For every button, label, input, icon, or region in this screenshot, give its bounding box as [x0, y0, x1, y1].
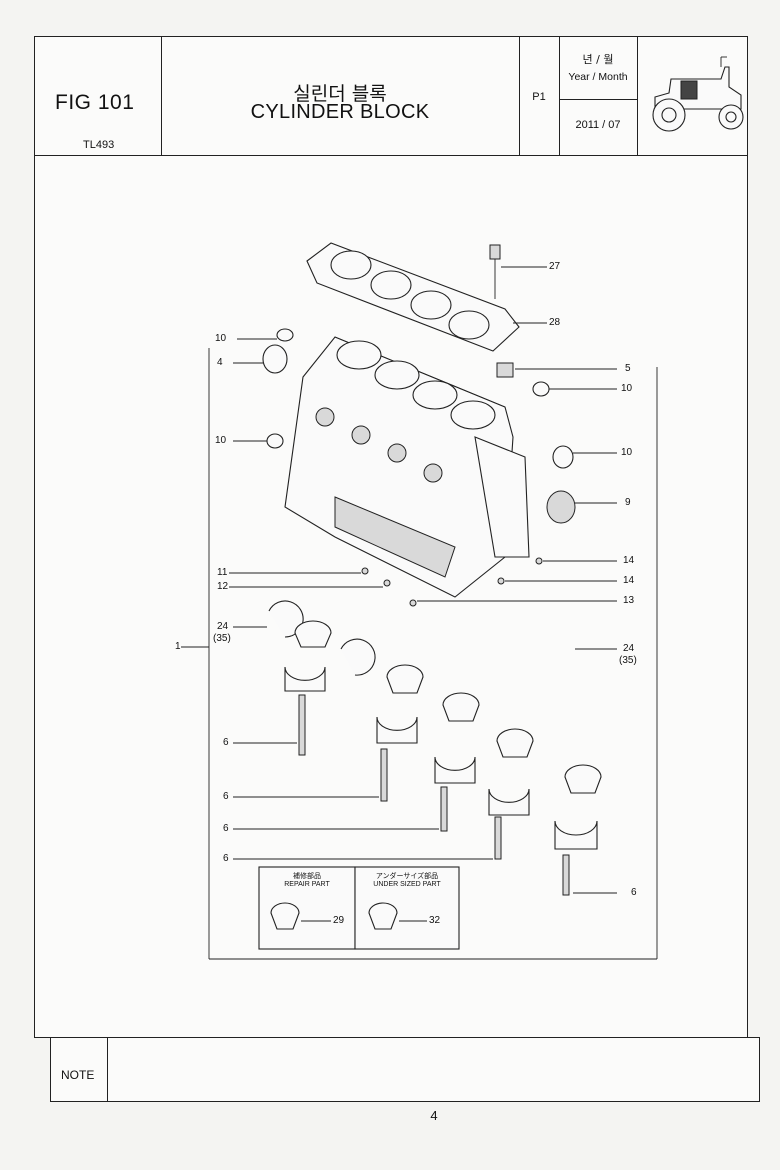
year-month-english: Year / Month	[568, 71, 628, 83]
figure-number: FIG 101	[55, 91, 135, 114]
callout-32: 32	[429, 915, 441, 926]
thrust-washer-right	[340, 638, 376, 676]
exploded-parts-diagram	[181, 242, 658, 960]
tractor-icon	[652, 56, 744, 132]
figure-cell: FIG 101 TL493	[35, 37, 162, 155]
plug-14b	[497, 577, 505, 585]
leader-lines	[181, 266, 617, 894]
page-code: P1	[532, 91, 546, 103]
year-month-heading: 년 / 월 Year / Month	[559, 37, 637, 100]
inset-under-label-ja: アンダーサイズ部品	[375, 872, 439, 880]
callout-4: 4	[217, 357, 223, 368]
fitting-5	[496, 362, 514, 378]
page-number: 4	[430, 1108, 438, 1123]
inset-repair-label-ja: 補修部品	[293, 872, 321, 880]
callout-24-left: 24	[217, 621, 229, 632]
callout-35-right: (35)	[619, 655, 637, 666]
revision-date: 2011 / 07	[575, 119, 621, 131]
title-cell: 실린더 블록 CYLINDER BLOCK	[161, 37, 520, 155]
title-english: CYLINDER BLOCK	[250, 101, 430, 123]
plug-rear	[552, 445, 574, 469]
callout-10-rear: 10	[621, 447, 633, 458]
callout-28: 28	[549, 317, 561, 328]
callout-9: 9	[625, 497, 631, 508]
inset-under-label-en: UNDER SIZED PART	[373, 881, 441, 888]
page-code-cell: P1	[519, 37, 560, 155]
header-block: FIG 101 TL493 실린더 블록 CYLINDER BLOCK P1 년…	[35, 37, 747, 156]
note-row: NOTE	[50, 1037, 760, 1102]
inset-repair-part	[258, 866, 356, 950]
callout-13: 13	[623, 595, 635, 606]
head-bolt	[489, 244, 501, 299]
callout-12: 12	[217, 581, 229, 592]
callout-1: 1	[175, 641, 181, 652]
callout-14-upper: 14	[623, 555, 635, 566]
plug-right	[532, 381, 550, 397]
callout-10-left: 10	[215, 435, 227, 446]
callout-24-right: 24	[623, 643, 635, 654]
oil-seal-9	[546, 490, 576, 524]
callout-5: 5	[625, 363, 631, 374]
model-code: TL493	[83, 139, 115, 151]
inset-repair-label-en: REPAIR PART	[284, 881, 330, 888]
callout-6-a: 6	[223, 737, 229, 748]
plug-12	[383, 579, 391, 587]
seal-4	[262, 344, 288, 374]
callout-10-top-left: 10	[215, 333, 227, 344]
callout-6-e: 6	[631, 887, 637, 898]
title-korean: 실린더 블록	[293, 83, 387, 105]
year-month-korean: 년 / 월	[582, 53, 614, 66]
bearing-set	[284, 620, 602, 896]
note-label-cell: NOTE	[51, 1038, 108, 1101]
plug-13	[409, 599, 417, 607]
callout-11: 11	[217, 567, 228, 578]
machine-image-cell	[637, 37, 747, 155]
inset-under-sized-part	[354, 866, 460, 950]
callout-6-d: 6	[223, 853, 229, 864]
callout-27: 27	[549, 261, 561, 272]
callout-10-right: 10	[621, 383, 633, 394]
plug-top-left	[276, 328, 294, 342]
callout-35-left: (35)	[213, 633, 231, 644]
callout-29: 29	[333, 915, 345, 926]
plug-14a	[535, 557, 543, 565]
note-label: NOTE	[61, 1068, 95, 1082]
cylinder-block	[284, 336, 530, 598]
callout-6-c: 6	[223, 823, 229, 834]
plug-11	[361, 567, 369, 575]
head-gasket	[306, 242, 520, 352]
plug-left	[266, 433, 284, 449]
year-month-cell: 년 / 월 Year / Month 2011 / 07	[559, 37, 638, 155]
callout-14-lower: 14	[623, 575, 635, 586]
parts-sheet: FIG 101 TL493 실린더 블록 CYLINDER BLOCK P1 년…	[34, 36, 748, 1038]
callout-6-b: 6	[223, 791, 229, 802]
